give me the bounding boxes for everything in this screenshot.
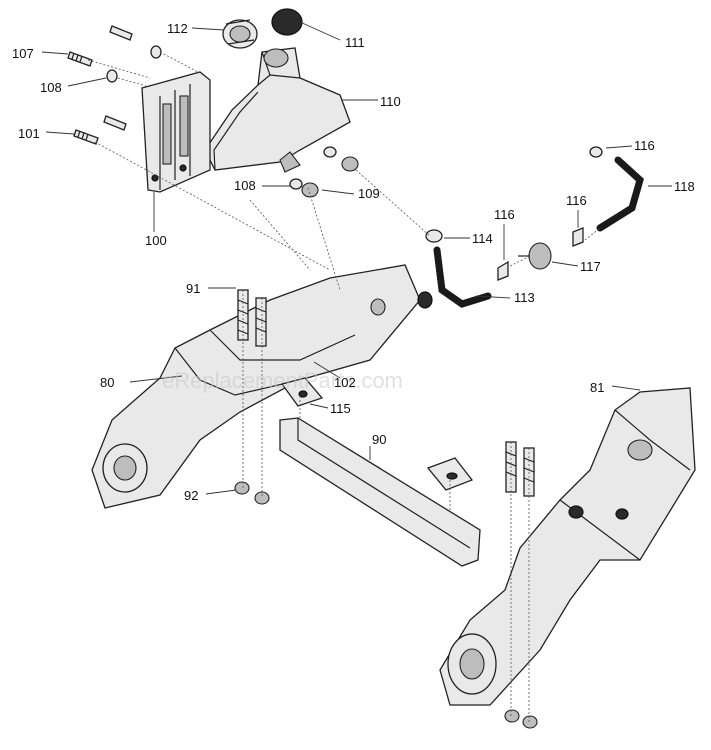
label-109: 109 bbox=[358, 186, 380, 201]
assembly-lines bbox=[87, 51, 601, 722]
nuts-right bbox=[504, 709, 538, 729]
cap-111 bbox=[271, 8, 303, 36]
label-112: 112 bbox=[167, 21, 188, 36]
label-111: 111 bbox=[345, 35, 365, 50]
nuts-92 bbox=[234, 481, 270, 505]
label-116-mid: 116 bbox=[494, 207, 515, 222]
rod-113 bbox=[433, 246, 492, 308]
clips-116 bbox=[497, 146, 603, 281]
nuts-109 bbox=[301, 156, 359, 198]
bushing-114 bbox=[425, 229, 443, 243]
bolt-101 bbox=[73, 129, 99, 145]
label-110: 110 bbox=[380, 94, 401, 109]
chute-bracket-80 bbox=[91, 264, 433, 509]
bolts-right bbox=[505, 441, 535, 497]
label-116-top: 116 bbox=[634, 138, 655, 153]
label-81: 81 bbox=[590, 380, 604, 395]
part-labels: 112 111 107 108 110 101 108 109 100 116 … bbox=[12, 21, 695, 503]
label-113: 113 bbox=[514, 290, 535, 305]
label-101: 101 bbox=[18, 126, 40, 141]
washers bbox=[106, 45, 337, 190]
rod-118 bbox=[596, 156, 644, 232]
label-92: 92 bbox=[184, 488, 198, 503]
label-108-bottom: 108 bbox=[234, 178, 256, 193]
label-80: 80 bbox=[100, 375, 114, 390]
label-108-top: 108 bbox=[40, 80, 62, 95]
label-107: 107 bbox=[12, 46, 34, 61]
label-118: 118 bbox=[674, 179, 695, 194]
cap-112 bbox=[222, 19, 258, 49]
watermark-text: eReplacementParts.com bbox=[162, 368, 403, 393]
fuel-tank-110 bbox=[204, 47, 351, 173]
channel-90 bbox=[279, 417, 481, 567]
label-90: 90 bbox=[372, 432, 386, 447]
bolt-top bbox=[109, 25, 133, 41]
chute-bracket-81 bbox=[439, 387, 696, 706]
bolt-mid bbox=[103, 115, 127, 131]
leader-lines bbox=[41, 21, 672, 495]
label-116-right: 116 bbox=[566, 193, 587, 208]
label-115: 115 bbox=[330, 401, 351, 416]
bolt-107 bbox=[67, 51, 93, 67]
plate-115 bbox=[280, 377, 324, 407]
label-102: 102 bbox=[334, 375, 356, 390]
label-114: 114 bbox=[472, 231, 493, 246]
bracket-100 bbox=[141, 71, 211, 193]
label-91: 91 bbox=[186, 281, 200, 296]
knob-117 bbox=[518, 242, 552, 270]
label-100: 100 bbox=[145, 233, 167, 248]
label-117: 117 bbox=[580, 259, 601, 274]
